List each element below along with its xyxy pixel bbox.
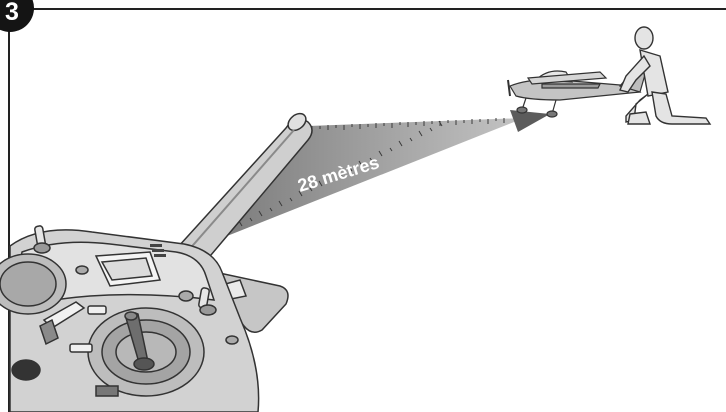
step-number: 3: [5, 0, 19, 27]
distance-arrow-head: [510, 110, 550, 132]
transmitter-icon: [0, 225, 288, 412]
mannequin-icon: [620, 27, 710, 124]
